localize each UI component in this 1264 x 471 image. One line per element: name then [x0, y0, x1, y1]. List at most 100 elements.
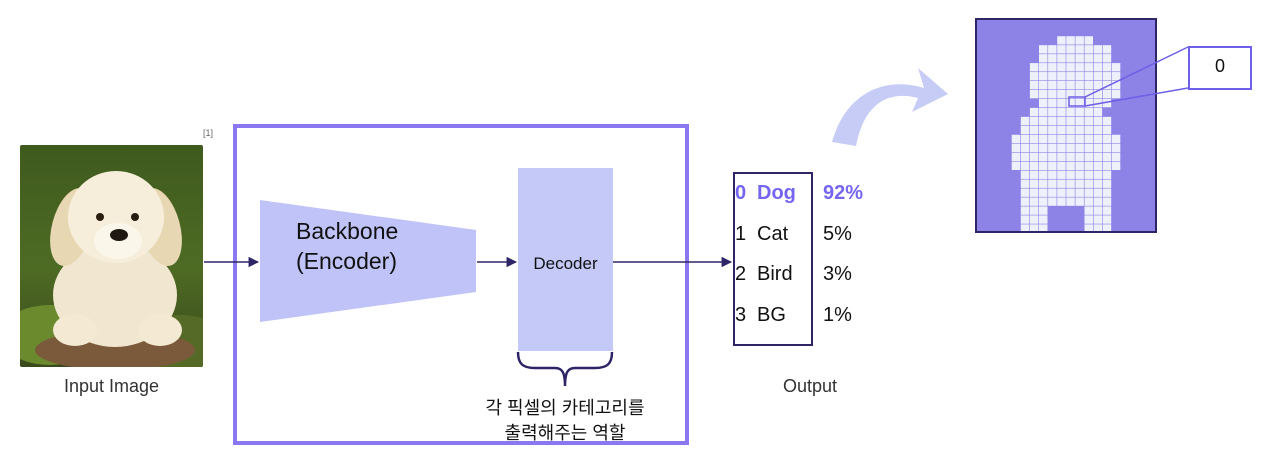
grid-cell — [1057, 179, 1066, 188]
grid-cell — [1130, 188, 1139, 197]
grid-cell — [1111, 152, 1121, 162]
grid-cell — [1084, 152, 1093, 162]
grid-cell — [1057, 116, 1066, 126]
grid-cell — [993, 215, 1002, 224]
grid-cell — [1066, 72, 1075, 81]
grid-cell — [984, 197, 993, 206]
grid-cell — [1084, 197, 1093, 206]
grid-cell — [1102, 143, 1112, 153]
grid-cell — [1111, 116, 1121, 126]
grid-cell — [1029, 152, 1039, 162]
encoder-label-line2: (Encoder) — [296, 248, 397, 274]
grid-cell — [1102, 27, 1112, 36]
grid-cell — [975, 134, 984, 144]
grid-cell — [1093, 170, 1103, 179]
grid-cell — [1048, 152, 1057, 162]
grid-cell — [1084, 170, 1093, 179]
grid-cell — [993, 188, 1002, 197]
grid-cell — [1039, 81, 1048, 90]
grid-cell — [1139, 179, 1148, 188]
grid-cell — [1102, 170, 1112, 179]
grid-cell — [1011, 125, 1021, 135]
grid-cell — [1039, 134, 1048, 144]
grid-cell — [993, 63, 1002, 72]
grid-cell — [1093, 36, 1103, 45]
grid-cell — [1057, 170, 1066, 179]
grid-cell — [1020, 125, 1030, 135]
grid-cell — [1093, 98, 1103, 108]
encoder-label-line1: Backbone — [296, 218, 399, 244]
grid-cell — [1002, 188, 1012, 197]
grid-cell — [993, 98, 1002, 108]
grid-cell — [1039, 197, 1048, 206]
grid-cell — [1066, 224, 1075, 233]
grid-cell — [1148, 206, 1157, 215]
grid-cell — [1130, 45, 1139, 54]
grid-cell — [1111, 18, 1121, 27]
grid-cell — [1148, 36, 1157, 45]
output-row-cat: 1 Cat 5% — [735, 223, 875, 253]
grid-cell — [1075, 179, 1084, 188]
grid-cell — [1057, 161, 1066, 170]
grid-cell — [1120, 134, 1130, 144]
grid-cell — [1120, 125, 1130, 135]
grid-cell — [1148, 215, 1157, 224]
grid-cell — [1120, 63, 1130, 72]
output-percent: 5% — [823, 223, 852, 245]
grid-cell — [1130, 27, 1139, 36]
grid-cell — [1057, 206, 1066, 215]
grid-cell — [1039, 179, 1048, 188]
grid-cell — [1120, 170, 1130, 179]
grid-cell — [1039, 72, 1048, 81]
grid-cell — [1148, 188, 1157, 197]
grid-cell — [975, 125, 984, 135]
grid-cell — [1057, 107, 1066, 117]
grid-cell — [1075, 215, 1084, 224]
grid-cell — [1048, 170, 1057, 179]
grid-cell — [1020, 197, 1030, 206]
grid-cell — [1093, 179, 1103, 188]
grid-cell — [1075, 54, 1084, 63]
grid-cell — [1075, 27, 1084, 36]
output-label: Output — [782, 376, 838, 396]
grid-cell — [993, 81, 1002, 90]
grid-cell — [1020, 72, 1030, 81]
output-percent: 1% — [823, 304, 852, 326]
grid-cell — [1029, 197, 1039, 206]
grid-cell — [1130, 18, 1139, 27]
grid-cell — [975, 72, 984, 81]
grid-cell — [1139, 161, 1148, 170]
grid-cell — [1048, 107, 1057, 117]
grid-cell — [1084, 36, 1093, 45]
grid-cell — [1029, 188, 1039, 197]
grid-border — [975, 18, 1157, 233]
grid-cell — [1029, 18, 1039, 27]
grid-cell — [1020, 206, 1030, 215]
grid-cell — [1011, 81, 1021, 90]
grid-cell — [993, 36, 1002, 45]
grid-cell — [1130, 116, 1139, 126]
output-index: 1 — [735, 223, 747, 245]
grid-cell — [1066, 27, 1075, 36]
grid-cell — [1011, 224, 1021, 233]
grid-cell — [1057, 89, 1066, 99]
grid-cell — [1066, 125, 1075, 135]
grid-cell — [1120, 224, 1130, 233]
grid-cell — [1002, 107, 1012, 117]
grid-cell — [1093, 81, 1103, 90]
grid-cell — [1029, 107, 1039, 117]
grid-cell — [1057, 72, 1066, 81]
grid-cell — [1011, 206, 1021, 215]
grid-cell — [1002, 89, 1012, 99]
grid-cell — [1039, 161, 1048, 170]
grid-cell — [1011, 45, 1021, 54]
grid-cell — [1084, 54, 1093, 63]
grid-cell — [1130, 179, 1139, 188]
grid-cell — [1057, 125, 1066, 135]
grid-cell — [1102, 72, 1112, 81]
grid-cell — [1111, 125, 1121, 135]
grid-cell — [1102, 152, 1112, 162]
grid-cell — [1011, 36, 1021, 45]
grid-cell — [1093, 206, 1103, 215]
grid-cell — [1039, 45, 1048, 54]
